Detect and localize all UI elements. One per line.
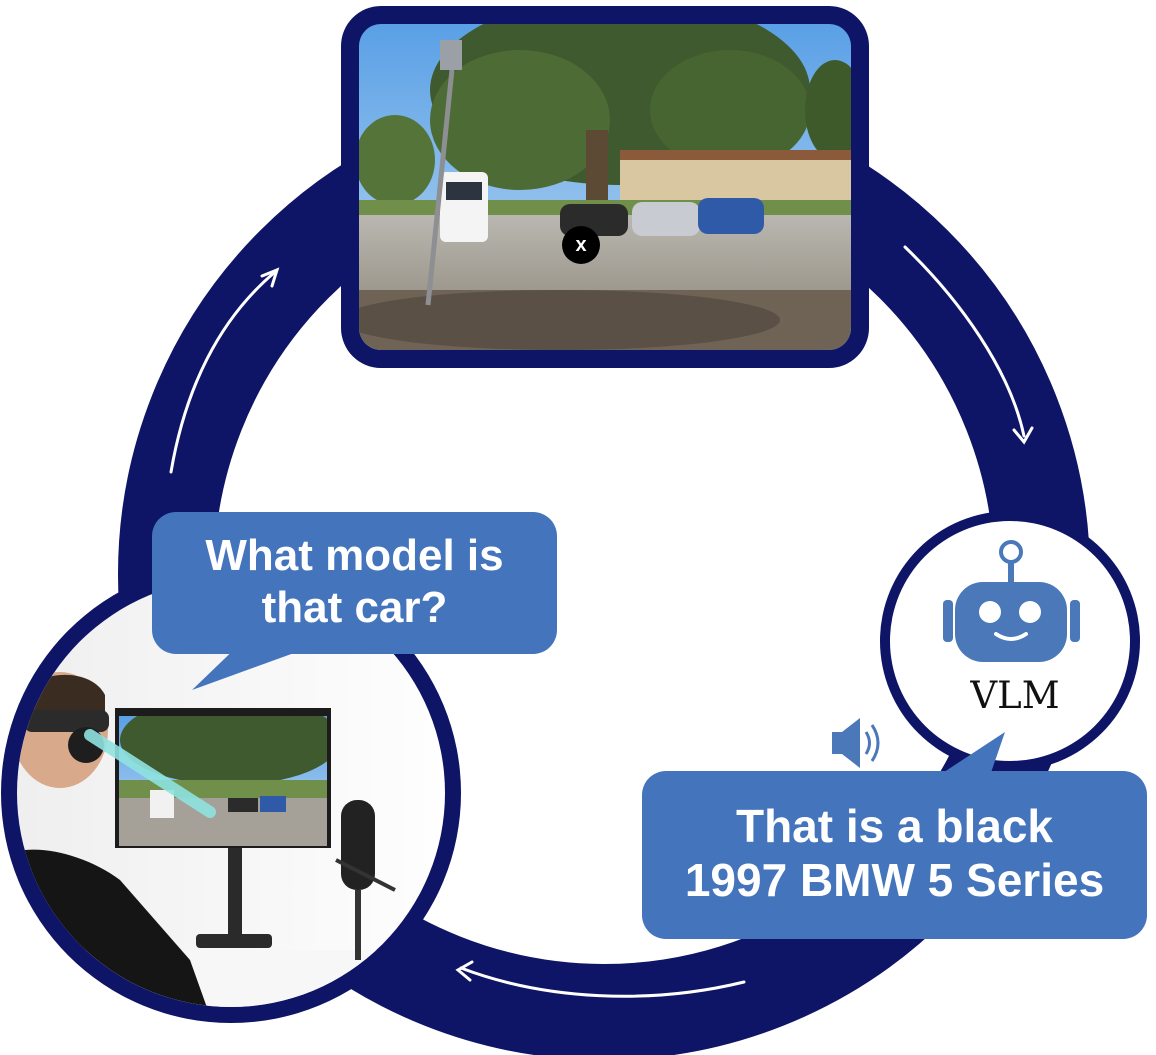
arrow-vlm-to-user: [459, 966, 746, 998]
question-bubble: What model is that car?: [152, 512, 557, 654]
gaze-marker-label: x: [575, 234, 587, 256]
vlm-node: [880, 511, 1140, 771]
answer-line-1: That is a black: [735, 800, 1053, 852]
vlm-label: VLM: [970, 674, 1060, 717]
answer-bubble: That is a black 1997 BMW 5 Series: [642, 771, 1147, 939]
arrow-vlm-to-user-head: [455, 960, 474, 982]
question-line-1: What model is: [205, 531, 504, 580]
arrow-user-to-photo-head: [260, 267, 280, 288]
arrow-photo-to-vlm-head: [1012, 426, 1034, 445]
arrow-photo-to-vlm: [903, 245, 1026, 438]
speaker-icon: [832, 718, 880, 768]
answer-line-2: 1997 BMW 5 Series: [684, 854, 1105, 907]
question-line-2: that car?: [261, 582, 448, 632]
scene-photo: [341, 6, 869, 368]
arrow-user-to-photo: [169, 270, 277, 474]
gaze-marker: [562, 226, 600, 264]
robot-icon: [943, 540, 1080, 662]
user-node: [1, 563, 461, 1023]
flow-arrows: [169, 245, 1034, 998]
